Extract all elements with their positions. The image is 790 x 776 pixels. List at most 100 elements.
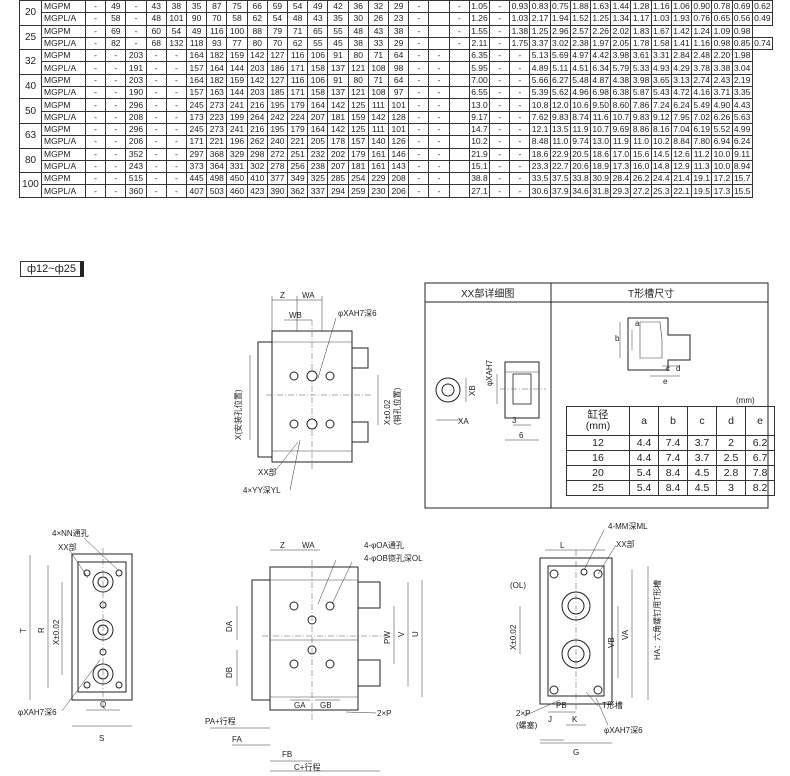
value-cell: 15.5: [731, 184, 753, 198]
t-slot-cell: 7.8: [745, 465, 775, 481]
svg-text:X±0.02: X±0.02: [509, 624, 518, 650]
svg-text:FA: FA: [232, 735, 242, 744]
value-cell: 3.04: [731, 61, 753, 75]
value-cell: 10.0: [711, 147, 733, 161]
value-cell: 71: [287, 24, 309, 38]
svg-text:4-MM深ML: 4-MM深ML: [608, 522, 648, 531]
t-slot-header-bore: 缸径(mm): [566, 406, 630, 436]
svg-text:WA: WA: [302, 291, 315, 300]
svg-text:d: d: [676, 364, 680, 373]
svg-text:X±0.02: X±0.02: [383, 399, 392, 425]
view-front-large: Z WA 4-φOA通孔 4-φOB锪孔深OL DA DB PW V U GA …: [205, 540, 423, 772]
svg-text:XX部: XX部: [58, 542, 77, 552]
value-cell: 80: [347, 49, 369, 63]
value-cell: 179: [287, 122, 309, 137]
svg-text:(mm): (mm): [736, 396, 755, 405]
value-cell: 243: [125, 159, 147, 174]
svg-text:DA: DA: [225, 620, 234, 632]
svg-text:φXAH7深6: φXAH7深6: [18, 708, 57, 717]
svg-text:a: a: [635, 319, 640, 328]
value-cell: 5.13: [529, 49, 551, 63]
svg-text:Q: Q: [100, 700, 106, 709]
svg-text:XB: XB: [468, 385, 477, 396]
t-slot-cell: 7.4: [658, 435, 688, 451]
value-cell: 59: [266, 0, 289, 14]
value-cell: -: [489, 172, 511, 186]
svg-text:e: e: [663, 377, 668, 386]
t-slot-cell: 7.4: [658, 450, 688, 466]
t-slot-cell: 5.4: [629, 480, 659, 496]
value-cell: -: [84, 172, 107, 186]
t-slot-cell: 8.2: [745, 480, 775, 496]
t-slot-cell: 4.5: [687, 480, 717, 496]
value-cell: 202: [327, 147, 349, 161]
svg-text:4-φOB锪孔深OL: 4-φOB锪孔深OL: [364, 553, 423, 563]
svg-text:T形槽尺寸: T形槽尺寸: [628, 287, 674, 300]
value-cell: 4.99: [731, 122, 753, 137]
value-cell: 4.42: [590, 49, 612, 63]
svg-text:GA: GA: [294, 701, 306, 710]
t-slot-cell: 6.7: [745, 450, 775, 466]
model-cell: MGPM: [41, 24, 86, 38]
model-cell: MGPM: [41, 147, 86, 161]
value-cell: 33.8: [569, 172, 592, 186]
t-slot-cell: 8.4: [658, 465, 688, 481]
t-slot-cell: 16: [566, 450, 630, 466]
value-cell: 10.0: [711, 159, 733, 174]
value-cell: 8.16: [650, 122, 672, 137]
t-slot-cell: 6.2: [745, 435, 775, 451]
svg-text:Z: Z: [280, 291, 285, 300]
value-cell: 19.5: [691, 184, 713, 198]
value-cell: 0.74: [751, 36, 774, 51]
value-cell: 106: [307, 49, 329, 63]
value-cell: -: [84, 0, 107, 14]
view-side-right: 4-MM深ML L XX部 (OL) X±0.02 VB VA HA：六角螺钉用…: [509, 522, 662, 757]
svg-text:K: K: [572, 715, 578, 724]
value-cell: 8.94: [731, 159, 753, 174]
svg-text:FB: FB: [282, 750, 292, 759]
value-cell: -: [105, 147, 127, 161]
value-cell: 206: [388, 184, 410, 198]
svg-text:2×P: 2×P: [377, 709, 391, 718]
t-slot-cell: 5.4: [629, 465, 659, 481]
value-cell: 43: [145, 0, 167, 14]
t-slot-cell: 3: [716, 480, 746, 496]
value-cell: -: [428, 184, 450, 198]
value-cell: 1.63: [590, 0, 612, 14]
svg-text:4×YY深YL: 4×YY深YL: [243, 486, 281, 495]
view-side-left: 4×NN通孔 XX部 T R X±0.02 Q S φXAH7深6: [18, 528, 133, 743]
model-cell: MGPM: [41, 0, 86, 14]
value-cell: 1.06: [670, 0, 693, 14]
svg-text:4×NN通孔: 4×NN通孔: [52, 528, 89, 538]
value-cell: -: [428, 49, 450, 63]
svg-text:6: 6: [519, 431, 524, 440]
value-cell: 12.9: [670, 159, 693, 174]
t-slot-cell: 2.8: [716, 465, 746, 481]
value-cell: -: [105, 135, 127, 149]
value-cell: 118: [186, 36, 208, 51]
value-cell: 116: [206, 24, 228, 38]
value-cell: 7.04: [670, 122, 693, 137]
svg-text:Z: Z: [280, 541, 285, 550]
svg-text:GB: GB: [320, 701, 332, 710]
value-cell: 273: [206, 122, 228, 137]
value-cell: 49: [105, 0, 127, 14]
svg-text:G: G: [573, 748, 579, 757]
value-cell: 54: [165, 24, 188, 38]
svg-text:XA: XA: [458, 417, 469, 426]
value-cell: 1.98: [731, 49, 753, 63]
value-cell: 142: [327, 122, 349, 137]
t-slot-cell: 2: [716, 435, 746, 451]
value-cell: 54: [287, 0, 309, 14]
value-cell: 6.35: [468, 49, 491, 63]
